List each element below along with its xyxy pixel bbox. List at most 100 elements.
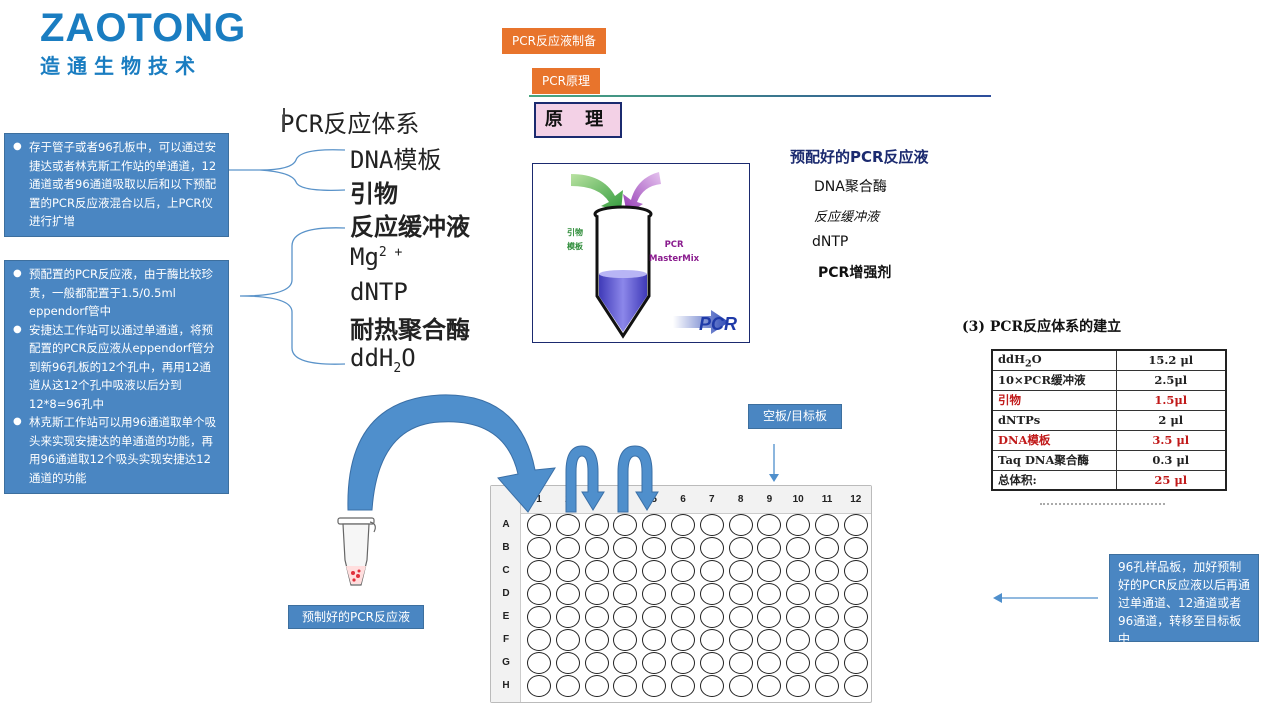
recipe-name: Taq DNA聚合酶 [991, 449, 1117, 471]
plate-well [757, 560, 782, 582]
plate-row-label: D [502, 588, 510, 599]
plate-well [555, 514, 580, 536]
arrow-from-sample-plate [993, 593, 1002, 603]
label-empty-plate: 空板/目标板 [748, 404, 842, 429]
plate-well [699, 629, 724, 651]
plate-well [671, 675, 695, 697]
pcr-tube-diagram: 引物 模板 PCR MasterMix PCR [532, 163, 750, 343]
pcr-arrow [673, 310, 729, 334]
plate-well [843, 514, 868, 536]
pcr-arrow-label: PCR [699, 314, 738, 334]
recipe-amount: 3.5 μl [1115, 429, 1227, 451]
primer-arrow [571, 174, 623, 212]
plate-well [843, 560, 868, 582]
eppendorf-tube-icon [337, 517, 376, 586]
plate-well [527, 514, 551, 536]
plate-well [613, 560, 638, 582]
plate-well [786, 537, 811, 559]
recipe-amount: 25 μl [1115, 469, 1227, 491]
plate-well [613, 583, 638, 605]
recipe-name: 引物 [991, 389, 1117, 411]
plate-well [699, 675, 724, 697]
plate-well [613, 652, 638, 674]
brace-lower [239, 227, 346, 365]
brace-upper [259, 149, 346, 191]
plate-column-label: 7 [709, 494, 715, 505]
recipe-name: dNTPs [991, 409, 1117, 431]
rs-item-buffer: 反应缓冲液 [350, 213, 470, 241]
principle-heading: 原 理 [534, 102, 622, 138]
plate-well [584, 652, 609, 674]
note-premix-item: 安捷达工作站可以通过单通道，将预配置的PCR反应液从eppendorf管分到新9… [13, 321, 220, 414]
plate-well [613, 629, 638, 651]
plate-well [527, 583, 551, 605]
plate-well [671, 629, 695, 651]
rs-item-ddh2o: ddH2O [350, 344, 416, 376]
plate-well [843, 606, 868, 628]
plate-well [699, 583, 724, 605]
plate-well [584, 606, 609, 628]
plate-well [815, 652, 839, 674]
arrow-to-target-plate [769, 474, 779, 482]
tube-right-labels: PCR MasterMix [649, 240, 700, 264]
plate-column-label: 2 [565, 494, 571, 505]
recipe-amount: 2.5μl [1115, 369, 1227, 391]
rs-item-mg-charge: 2 + [378, 245, 403, 260]
plate-column-label: 4 [622, 494, 629, 505]
plate-well [613, 514, 638, 536]
plate-well [786, 583, 811, 605]
plate-row-label: H [502, 680, 510, 691]
plate-well [815, 583, 839, 605]
plate-well [642, 560, 667, 582]
plate-well [815, 675, 839, 697]
plate-well [786, 514, 811, 536]
plate-column-label: 12 [850, 494, 862, 505]
recipe-amount: 1.5μl [1115, 389, 1227, 411]
plate-well [671, 583, 695, 605]
plate-well [642, 675, 667, 697]
plate-well [786, 606, 811, 628]
plate-well [555, 675, 580, 697]
plate-column-label: 11 [821, 494, 833, 505]
recipe-name: DNA模板 [991, 429, 1117, 451]
plate-well [699, 514, 724, 536]
plate-well [527, 652, 551, 674]
plate-well [815, 629, 839, 651]
plate-well [699, 560, 724, 582]
note-premix-handling: 预配置的PCR反应液，由于酶比较珍贵，一般都配置于1.5/0.5ml eppen… [4, 260, 229, 494]
plate-column-label: 9 [766, 494, 773, 505]
plate-well [786, 629, 811, 651]
recipe-name: ddH2O [991, 349, 1117, 371]
plate-row-label: A [502, 519, 510, 530]
plate-well [671, 606, 695, 628]
plate-well [757, 583, 782, 605]
plate-well [815, 514, 839, 536]
logo-wordmark: ZAOTONG [40, 6, 247, 50]
plate-column-label: 6 [680, 494, 686, 505]
note-sample-storage: 存于管子或者96孔板中，可以通过安捷达或者林克斯工作站的单通道，12通道或者96… [4, 133, 229, 237]
recipe-amount: 2 μl [1115, 409, 1227, 431]
plate-well [527, 606, 551, 628]
rs-item-polymerase: 耐热聚合酶 [350, 316, 470, 344]
plate-well [555, 583, 580, 605]
plate-well [699, 652, 724, 674]
plate-well [757, 675, 782, 697]
plate-row-label: E [502, 611, 510, 622]
premix-item-buffer: 反应缓冲液 [814, 210, 880, 225]
premix-item-enhancer: PCR增强剂 [818, 265, 892, 281]
principle-divider [529, 95, 991, 97]
label-premix-tube: 预制好的PCR反应液 [288, 605, 424, 629]
reaction-system-title: PCR反应体系 [280, 110, 420, 138]
plate-well [671, 514, 695, 536]
plate-row-label: G [502, 657, 510, 668]
pcr-tube-graphic [571, 172, 729, 339]
plate-column-label: 5 [651, 494, 657, 505]
plate-well [584, 514, 609, 536]
plate-well [757, 652, 782, 674]
plate-well [671, 560, 695, 582]
plate-well [786, 560, 811, 582]
plate-well [642, 537, 667, 559]
